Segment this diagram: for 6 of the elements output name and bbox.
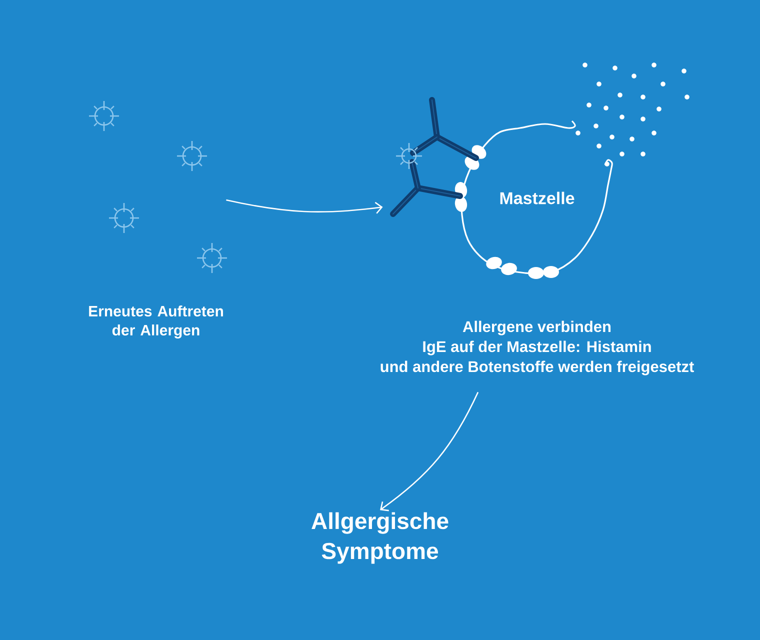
result-text: Allgergische Symptome [312, 512, 448, 564]
arrow [380, 392, 479, 512]
node-label: Allergene verbinden IgE auf der Mastzelle: Histamin und andere Botenstoffe werden freigesetzt [380, 320, 694, 376]
cell-label: Mastzelle [500, 192, 574, 204]
arrow [226, 199, 383, 214]
node-label: Erneutes Auftreten der Allergen [89, 305, 223, 339]
